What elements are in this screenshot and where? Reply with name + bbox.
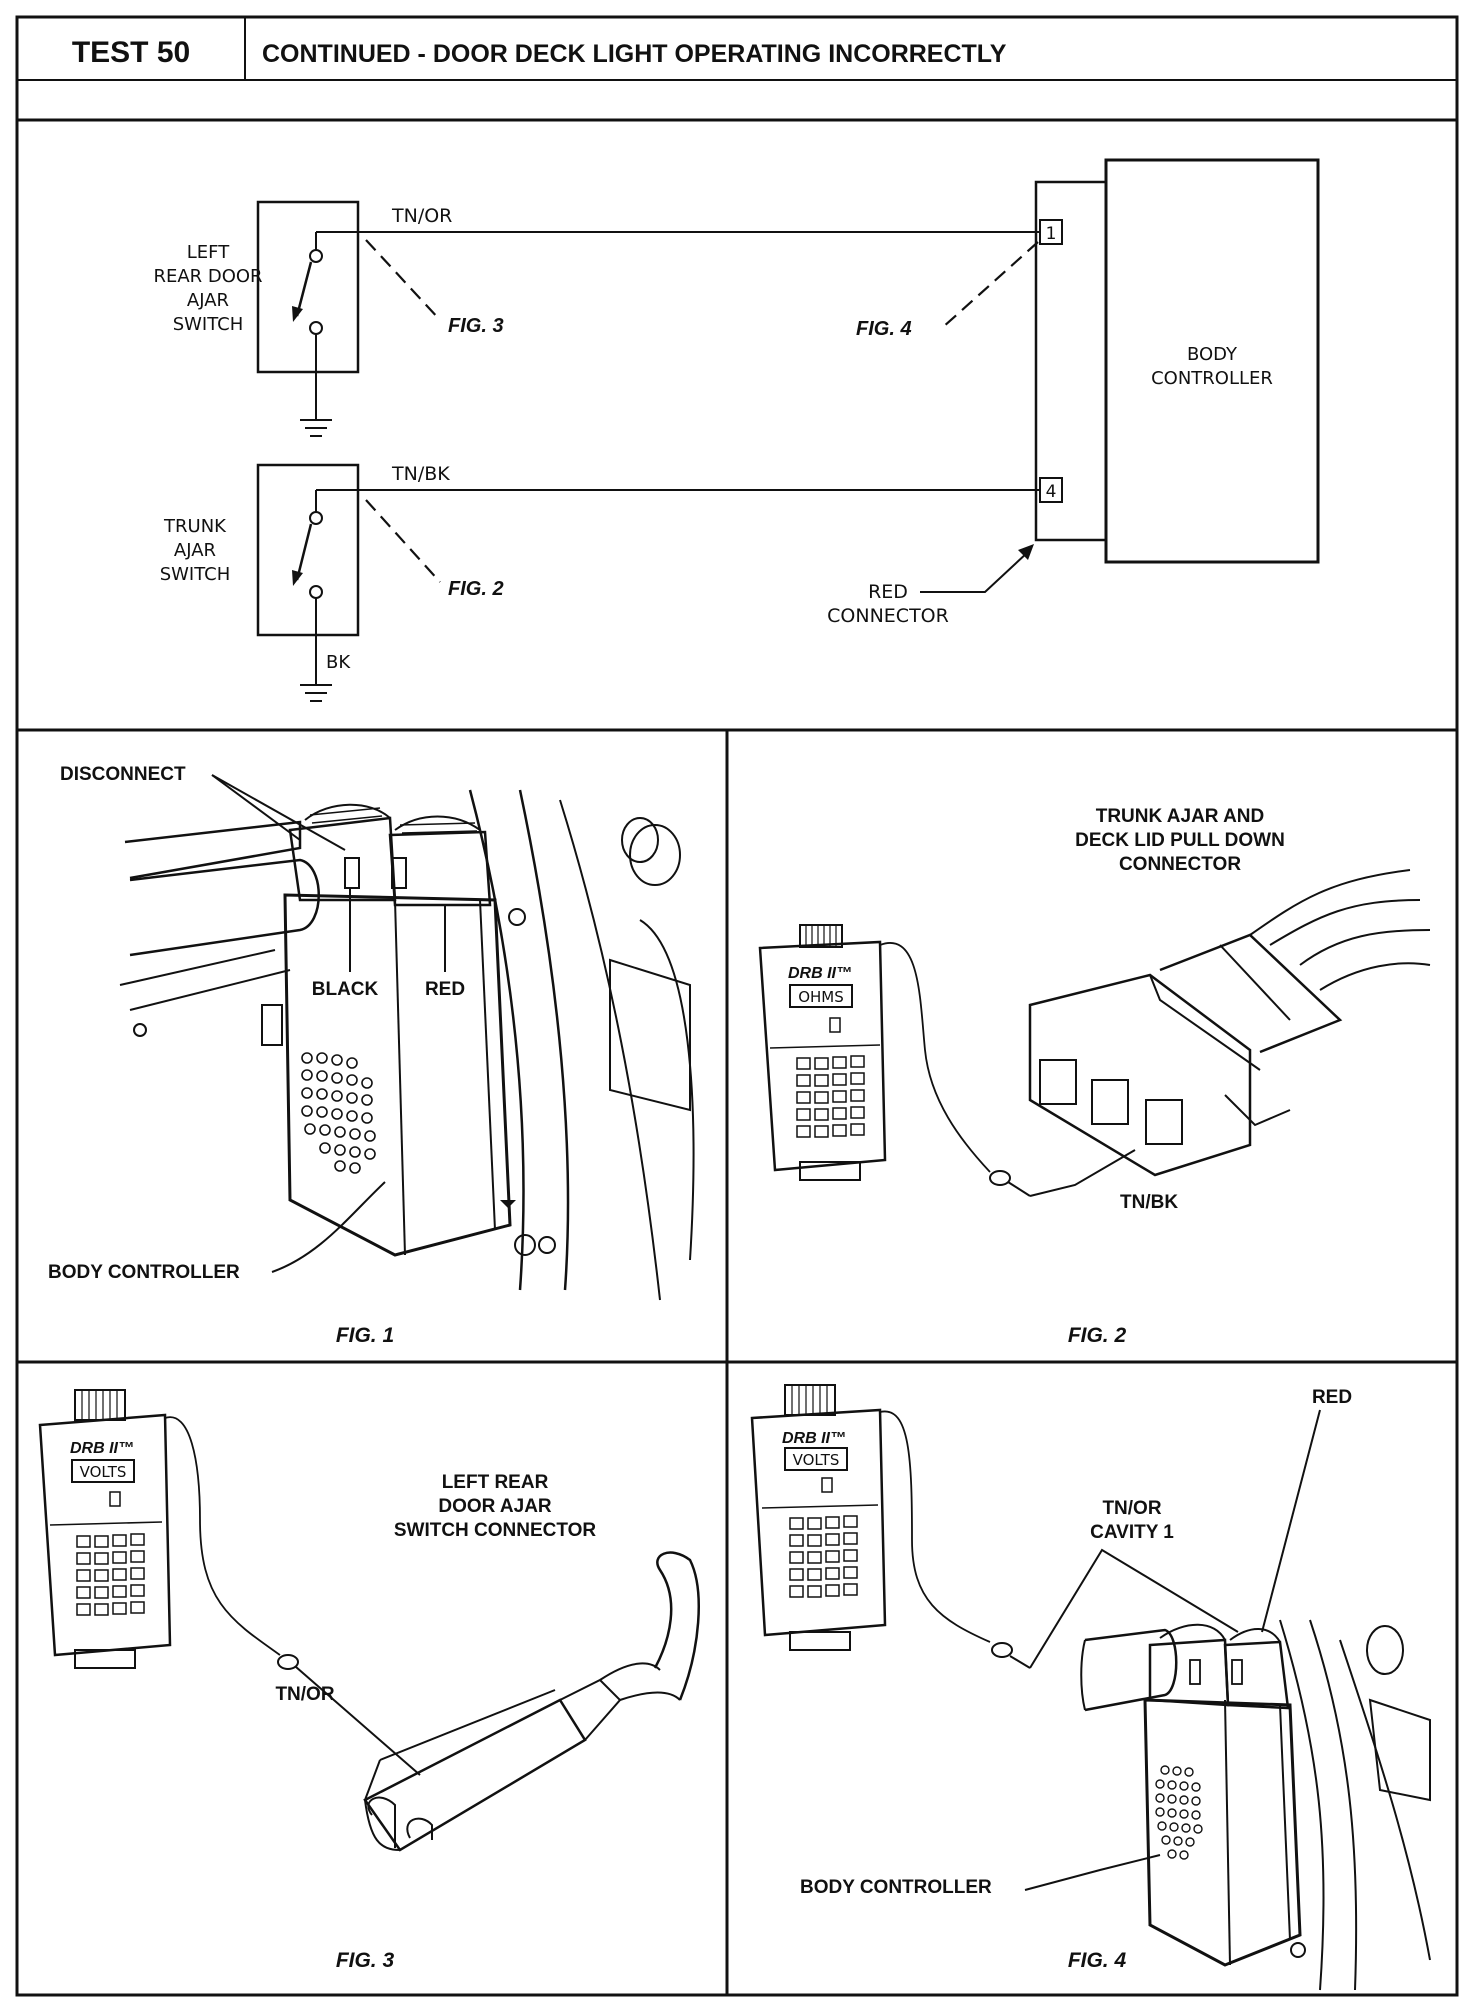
black-label: BLACK — [312, 979, 379, 1000]
connector-title-line-3: CONNECTOR — [1119, 854, 1241, 875]
cavity-label-line-1: TN/OR — [1102, 1498, 1161, 1519]
fig3-reference: FIG. 3 — [448, 315, 504, 337]
fig4-leader — [941, 241, 1039, 329]
page-title: CONTINUED - DOOR DECK LIGHT OPERATING IN… — [262, 40, 1007, 68]
test-lead — [879, 942, 991, 1173]
drb-ii-tester: DRB II™ OHMS — [758, 924, 887, 1181]
body-controller-box — [1104, 158, 1320, 564]
trunk-ajar-connector — [1028, 869, 1431, 1177]
tool-name: DRB II™ — [788, 965, 852, 982]
grille-icon — [1155, 1765, 1203, 1860]
grille-icon — [301, 1052, 376, 1174]
black-connector — [288, 816, 397, 902]
cavity-label-line-2: CAVITY 1 — [1090, 1522, 1174, 1543]
switch-label-line-2: REAR DOOR — [153, 266, 262, 287]
figure-caption: FIG. 2 — [1068, 1324, 1127, 1347]
connector-label-line-1: RED — [868, 581, 908, 603]
figure-4: DRB II™ VOLTS RED TN/OR CAVITY 1 — [750, 1384, 1431, 1991]
red-label: RED — [1312, 1387, 1352, 1408]
wire-label: TN/BK — [1120, 1192, 1178, 1213]
red-label: RED — [425, 979, 465, 1000]
body-controller-module — [283, 893, 512, 1257]
test-number: TEST 50 — [72, 36, 190, 69]
body-controller-module — [1143, 1698, 1302, 1967]
wire-label-tn-bk: TN/BK — [391, 463, 450, 485]
connector-title-line-1: TRUNK AJAR AND — [1096, 806, 1265, 827]
switch-arrow-icon — [292, 306, 303, 322]
figure-caption: FIG. 4 — [1068, 1949, 1127, 1972]
switch-label-line-3: AJAR — [187, 290, 229, 311]
arrow-icon — [500, 1200, 516, 1208]
fig3-leader — [365, 239, 441, 321]
controller-label-line-1: BODY — [1187, 344, 1238, 365]
body-controller-label: BODY CONTROLLER — [800, 1877, 992, 1898]
figure-caption: FIG. 1 — [336, 1324, 394, 1347]
meter-display: VOLTS — [793, 1451, 840, 1469]
switch-connector — [363, 1551, 700, 1852]
fig2-reference: FIG. 2 — [448, 578, 504, 600]
trunk-ajar-switch: TRUNK AJAR SWITCH BK — [160, 463, 360, 702]
meter-display: VOLTS — [80, 1463, 127, 1481]
switch-label-line-1: TRUNK — [163, 516, 227, 537]
header: TEST 50 CONTINUED - DOOR DECK LIGHT OPER… — [17, 17, 1457, 122]
ground-wire-label: BK — [326, 652, 351, 673]
connector-title-line-3: SWITCH CONNECTOR — [394, 1520, 597, 1541]
figure-caption: FIG. 3 — [336, 1949, 395, 1972]
wire-label-tn-or: TN/OR — [391, 205, 452, 227]
connector-title-line-2: DOOR AJAR — [438, 1496, 552, 1517]
drb-ii-tester: DRB II™ VOLTS — [750, 1384, 887, 1651]
connector-title-line-2: DECK LID PULL DOWN — [1075, 830, 1285, 851]
pin-4-box — [1039, 477, 1063, 503]
pin-1-label: 1 — [1046, 224, 1057, 244]
drb-ii-tester: DRB II™ VOLTS — [38, 1389, 172, 1669]
meter-display: OHMS — [798, 988, 844, 1006]
controller-label-line-2: CONTROLLER — [1151, 368, 1273, 389]
switch-label-line-2: AJAR — [174, 540, 216, 561]
test-lead — [879, 1410, 991, 1643]
tool-name: DRB II™ — [70, 1440, 134, 1457]
pin-1-box — [1039, 219, 1063, 245]
keypad-icon — [789, 1515, 858, 1598]
figure-2: TRUNK AJAR AND DECK LID PULL DOWN CONNEC… — [758, 806, 1431, 1347]
fig4-reference: FIG. 4 — [856, 318, 912, 340]
probe-icon — [277, 1654, 299, 1670]
connector-label-line-2: CONNECTOR — [827, 605, 949, 627]
left-rear-door-switch: LEFT REAR DOOR AJAR SWITCH — [153, 200, 360, 437]
connector-title-line-1: LEFT REAR — [442, 1472, 549, 1493]
figure-3: DRB II™ VOLTS LEFT REAR DOOR AJAR SWITCH… — [38, 1389, 700, 1972]
page-frame — [15, 15, 1459, 1997]
switch-label-line-3: SWITCH — [160, 564, 231, 585]
ground-icon — [300, 684, 332, 702]
keypad-icon — [796, 1055, 865, 1138]
body-controller-label: BODY CONTROLLER — [48, 1262, 240, 1283]
switch-label-line-1: LEFT — [187, 242, 230, 263]
tool-name: DRB II™ — [782, 1430, 846, 1447]
disconnect-label: DISCONNECT — [60, 764, 186, 785]
connector-leader — [920, 551, 1029, 593]
arrow-icon — [1018, 544, 1034, 560]
probe-icon — [991, 1642, 1013, 1658]
figure-1: DISCONNECT BLACK RED BODY CONTROLLER FIG… — [48, 764, 695, 1347]
red-connector-plug — [388, 830, 492, 907]
switch-arrow-icon — [292, 570, 303, 586]
wire-label: TN/OR — [275, 1684, 334, 1705]
keypad-icon — [76, 1533, 145, 1616]
fig2-leader — [365, 499, 441, 583]
switch-label-line-4: SWITCH — [173, 314, 244, 335]
probe-icon — [989, 1170, 1011, 1186]
pin-4-label: 4 — [1046, 482, 1057, 502]
wiring-schematic: LEFT REAR DOOR AJAR SWITCH TRUNK AJAR SW… — [17, 158, 1457, 732]
ground-icon — [300, 419, 332, 437]
test-lead — [164, 1416, 281, 1656]
